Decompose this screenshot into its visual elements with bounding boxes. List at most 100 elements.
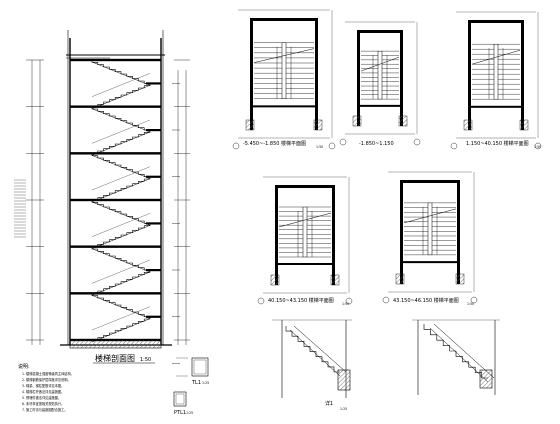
grid-bubble	[339, 138, 347, 146]
stair-flight	[92, 316, 151, 341]
wall	[468, 20, 471, 130]
notes-heading: 说明:	[18, 363, 30, 370]
wall	[357, 30, 403, 33]
column	[313, 119, 323, 131]
column	[455, 273, 465, 285]
railing-line	[91, 259, 151, 284]
beam	[357, 104, 403, 107]
stair-plan	[232, 9, 336, 150]
floor-slab	[70, 198, 161, 202]
landing-slab	[146, 315, 161, 318]
stair-flight	[91, 106, 150, 131]
stair-plan	[450, 11, 542, 150]
stair-well	[302, 206, 308, 258]
plan-2-title: -1.850~1.150	[359, 141, 394, 147]
stair-flight	[92, 270, 151, 294]
detail-tl1-label: TL1	[191, 380, 201, 386]
landing-slab	[146, 269, 161, 272]
note-line: 5. 预埋件做法详见建施图。	[22, 395, 61, 400]
stair-soffit	[91, 201, 151, 226]
stair-soffit	[91, 295, 151, 319]
stair-section-elevation	[14, 30, 190, 364]
stair-flight	[91, 60, 150, 84]
stair-soffit	[91, 248, 151, 273]
wall	[400, 180, 403, 284]
section-scale: 1:50	[140, 357, 151, 363]
stair-soffit	[91, 108, 151, 133]
break-line	[360, 56, 400, 72]
stair-soffit	[91, 178, 151, 203]
wall	[275, 185, 278, 285]
stair-plan-views	[232, 9, 542, 305]
stair-flight	[92, 176, 151, 201]
section-title: 楼梯剖面图	[95, 353, 135, 363]
wall	[400, 30, 403, 126]
landing-slab	[146, 82, 161, 85]
grid-bubble	[382, 296, 390, 304]
plan-3-scale: 1:50	[534, 145, 541, 149]
floor-slab	[70, 245, 161, 248]
wall	[250, 18, 318, 21]
column	[395, 273, 405, 285]
grid-bubble	[232, 142, 240, 150]
beam	[400, 261, 460, 264]
grid-bubble	[345, 297, 353, 305]
stair-well	[493, 43, 499, 100]
stair-flight	[91, 246, 150, 271]
floor-slab	[70, 292, 161, 295]
plan-4-scale: 1:50	[342, 302, 349, 306]
wall	[521, 20, 524, 130]
beam	[275, 263, 335, 265]
stair-soffit	[91, 131, 151, 156]
wall	[332, 185, 335, 285]
stair-flight	[91, 293, 150, 317]
floor-slab	[70, 58, 161, 62]
stair-plan	[257, 176, 353, 305]
ground-hatch	[69, 339, 162, 349]
stair-soffit	[91, 271, 151, 296]
notes-block: 说明: 1. 楼梯混凝土强度等级同主体结构。 2. 楼梯钢筋保护层厚度详总说明。…	[18, 363, 74, 412]
stair-flight	[91, 153, 150, 177]
column	[245, 119, 255, 131]
floor-slab	[70, 152, 161, 155]
grid-bubble	[257, 297, 265, 305]
detail-ptl1-label: PTL1	[174, 410, 186, 416]
floor-slab	[70, 105, 161, 108]
stair-flight	[91, 200, 150, 224]
stair-flight	[92, 223, 151, 247]
plan-3-title: 1.150~40.150 楼梯平面图	[466, 140, 529, 147]
wall	[250, 18, 253, 130]
note-line: 3. 梯梁、梯柱配筋详见本图。	[22, 383, 64, 388]
grid-bubble	[534, 142, 542, 150]
beam	[250, 105, 318, 108]
stair-flight	[92, 130, 151, 154]
beam-detail-tl1	[176, 357, 209, 377]
wall	[457, 180, 460, 284]
section-dimension-ticks	[14, 59, 190, 364]
landing-slab	[146, 175, 161, 178]
note-line: 6. 未尽事宜按相关规范执行。	[22, 401, 64, 406]
beam-detail-ptl1	[173, 391, 187, 407]
stair-well	[377, 50, 383, 100]
note-line: 2. 楼梯钢筋保护层厚度详总说明。	[22, 377, 71, 382]
column	[519, 119, 529, 131]
break-line	[471, 49, 521, 65]
railing-line	[91, 119, 151, 144]
beam	[468, 105, 524, 108]
column	[398, 115, 408, 127]
detail-tl1-scale: 1:25	[202, 381, 209, 385]
column	[330, 274, 340, 286]
plan-1-title: -5.450~-1.850 楼梯平面图	[243, 140, 306, 147]
note-line: 7. 施工时请与建施图配合施工。	[22, 407, 68, 412]
detail-1-scale: 1:25	[340, 407, 347, 411]
break-line	[253, 48, 315, 63]
detail-section-2	[412, 319, 500, 395]
wall	[468, 20, 524, 23]
grid-bubble	[450, 142, 458, 150]
note-line: 1. 楼梯混凝土强度等级同主体结构。	[22, 371, 74, 376]
stair-soffit	[91, 85, 151, 109]
stair-plan	[382, 171, 478, 304]
break-line	[278, 212, 332, 228]
stair-well	[281, 42, 287, 99]
